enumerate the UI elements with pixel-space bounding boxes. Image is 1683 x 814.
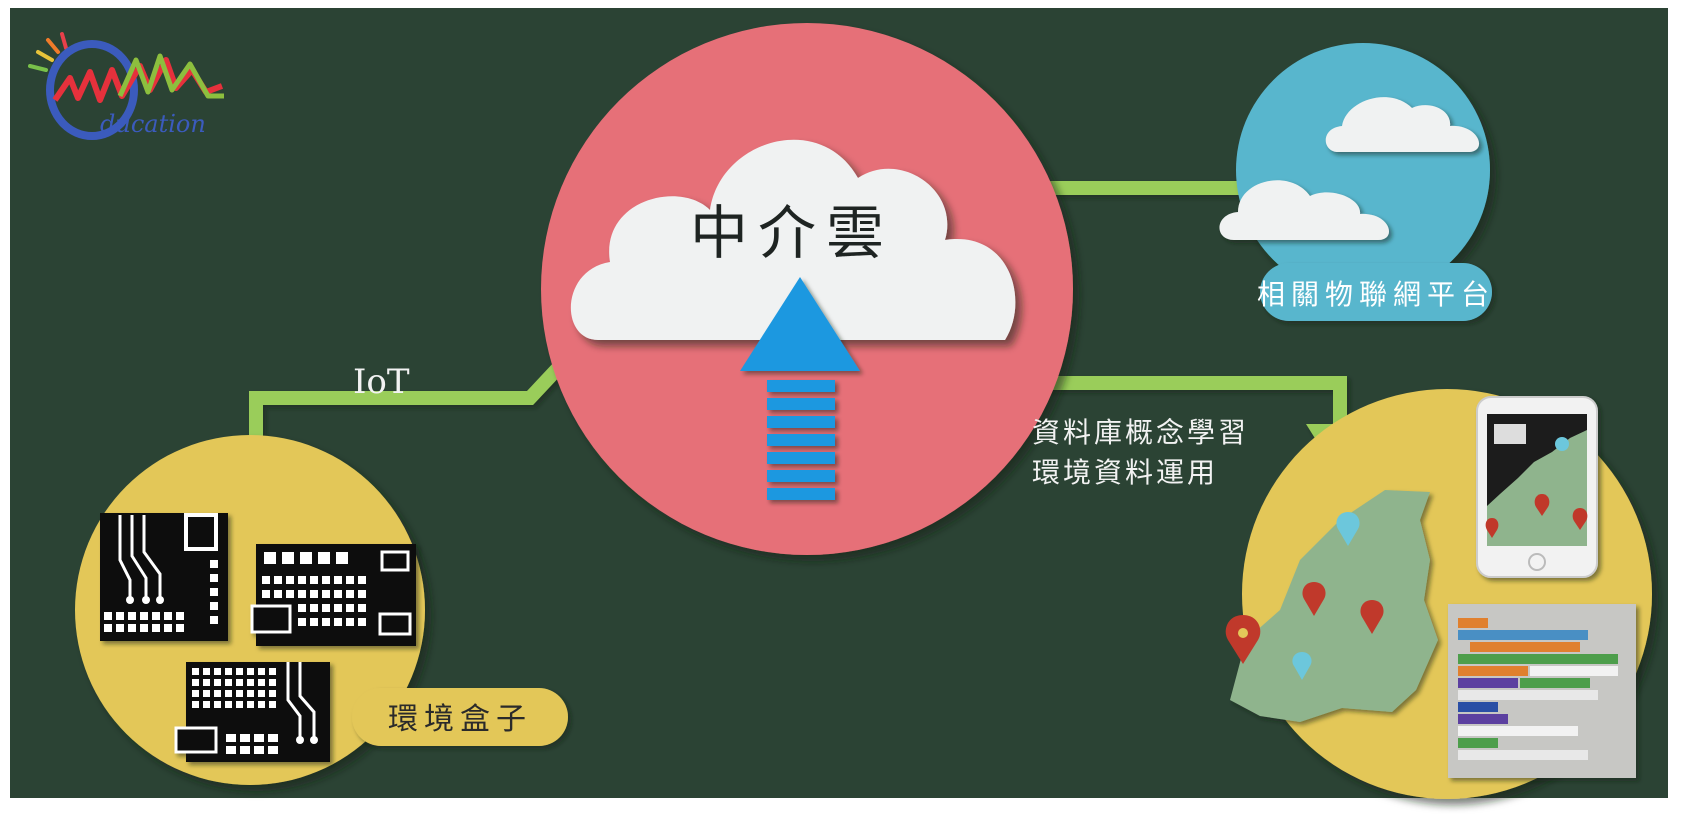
logo-text: ducation bbox=[100, 110, 206, 138]
platform-label: 相關物聯網平台 bbox=[1257, 278, 1495, 311]
circuit-board-icon bbox=[100, 513, 228, 641]
data-usage-node bbox=[1225, 389, 1652, 799]
circuit-board-icon bbox=[250, 544, 416, 646]
cloud-icon bbox=[1219, 97, 1480, 240]
iot-label: IoT bbox=[353, 362, 410, 402]
env-data-usage-label: 環境資料運用 bbox=[1032, 456, 1218, 489]
environment-box-label: 環境盒子 bbox=[388, 702, 532, 737]
map-pin-icon bbox=[1225, 512, 1384, 680]
center-title: 中介雲 bbox=[690, 199, 894, 267]
cloud-icon bbox=[570, 139, 1016, 340]
circuit-board-icon bbox=[174, 662, 330, 762]
code-blocks-icon bbox=[1448, 604, 1636, 778]
environment-box-node: 環境盒子 bbox=[75, 435, 568, 785]
iot-platform-node: 相關物聯網平台 bbox=[1219, 43, 1495, 321]
smartphone-icon bbox=[1476, 396, 1598, 578]
upload-arrow-icon bbox=[740, 277, 860, 500]
map-icon bbox=[1230, 490, 1438, 722]
db-learning-label: 資料庫概念學習 bbox=[1032, 416, 1249, 449]
logo-icon: ducation bbox=[28, 32, 224, 140]
